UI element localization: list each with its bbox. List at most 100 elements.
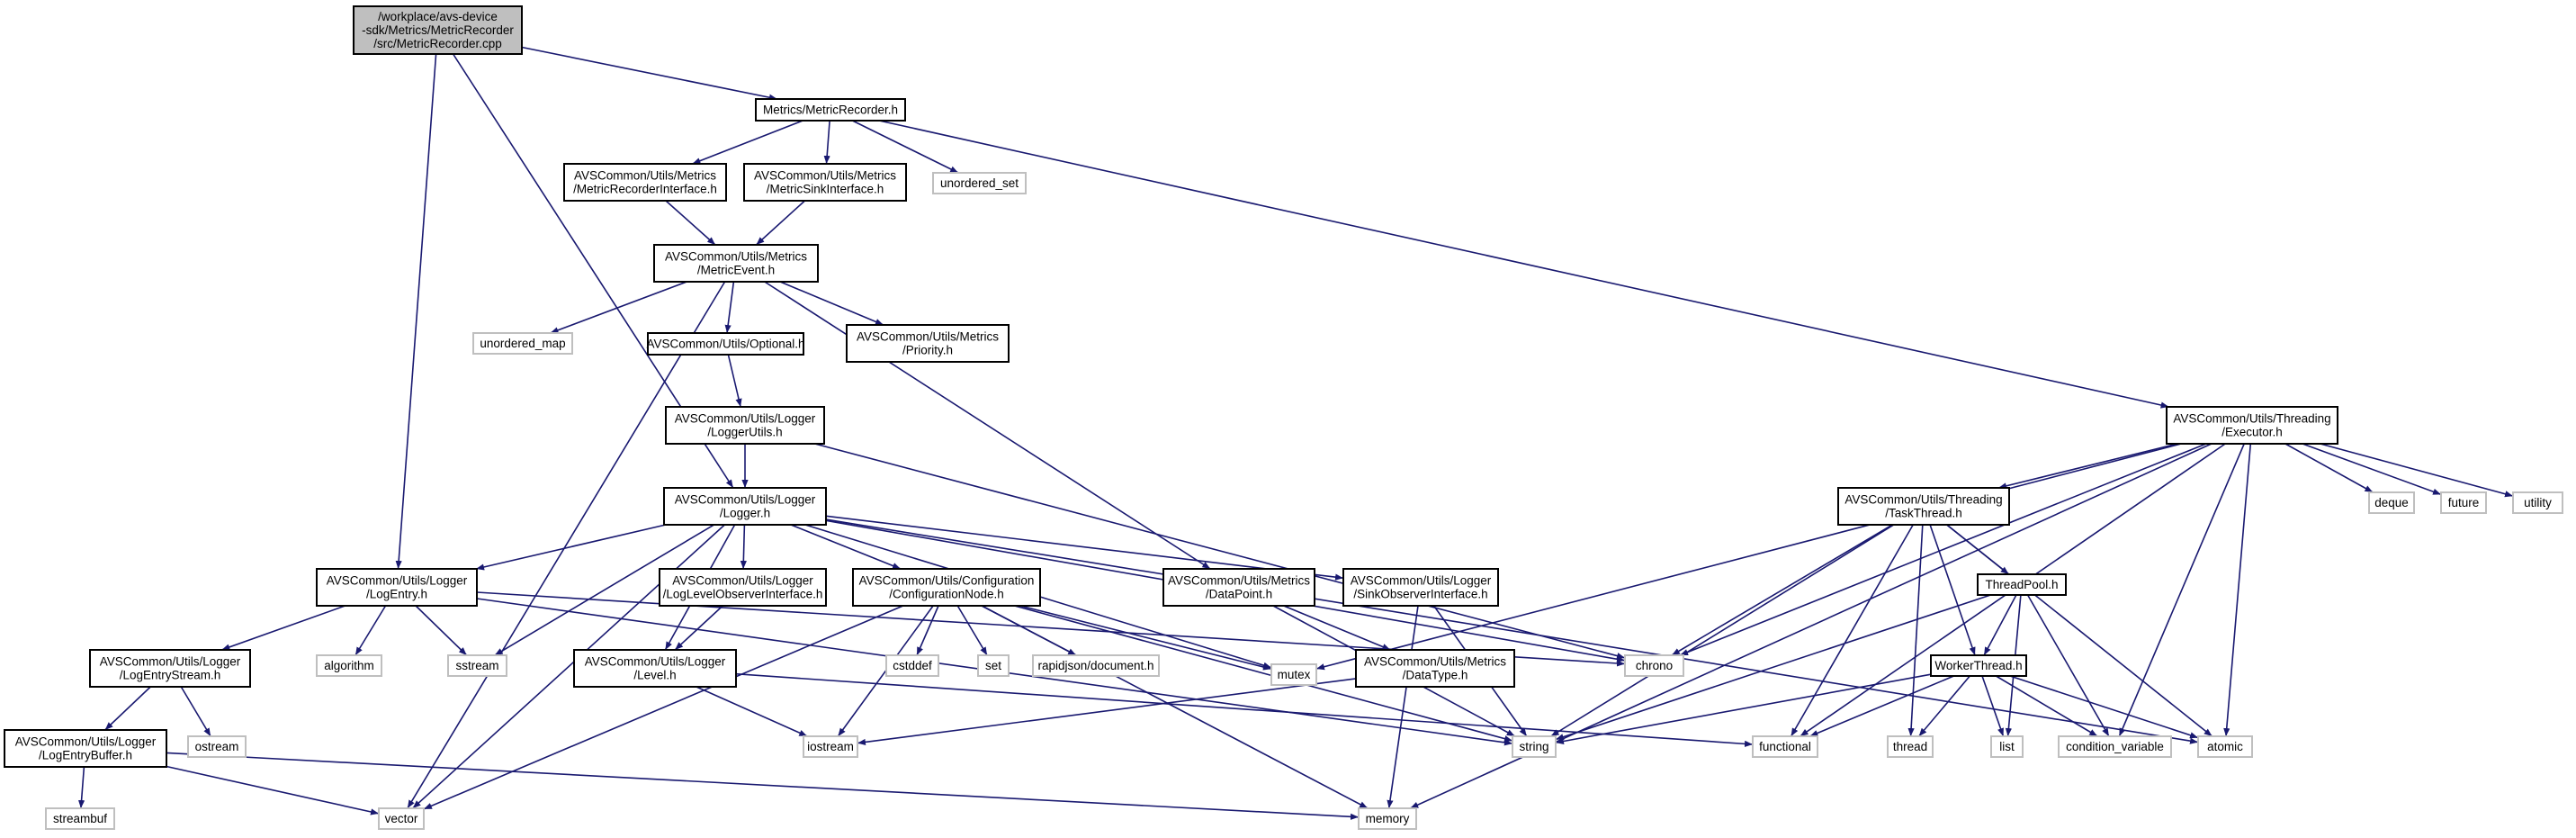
node-label: AVSCommon/Utils/Logger	[327, 574, 468, 588]
edge-taskthread-to-workerthread	[1929, 524, 1976, 656]
node-box	[977, 654, 1010, 677]
edge-logger-to-sinkobs	[825, 515, 1344, 581]
edge-confignode-to-string	[1014, 605, 1513, 743]
node-box	[659, 568, 827, 607]
node-taskthread[interactable]: AVSCommon/Utils/Threading/TaskThread.h	[1837, 487, 2010, 526]
node-label: /Executor.h	[2221, 426, 2283, 439]
edge-logger-to-atomic	[825, 518, 2199, 744]
edge-executor-to-atomic	[2223, 443, 2252, 737]
edge-executor-to-utility	[2320, 443, 2514, 498]
node-box	[665, 406, 825, 445]
edge-workerthread-to-condvar	[1995, 675, 2098, 737]
edge-workerthread-to-atomic	[2009, 675, 2199, 739]
node-label: /Level.h	[633, 669, 676, 682]
edge-confignode-to-memory	[981, 605, 1369, 809]
node-deque: deque	[2368, 491, 2415, 514]
node-metricrecorder-h[interactable]: Metrics/MetricRecorder.h	[755, 98, 906, 122]
edge-logentrybuffer-to-vector	[166, 765, 380, 815]
node-box	[1977, 573, 2067, 596]
node-label: /LogEntryStream.h	[120, 669, 221, 682]
node-label: vector	[385, 812, 418, 825]
node-label: memory	[1366, 812, 1410, 825]
node-box	[852, 568, 1041, 607]
edge-logger-to-logentry	[475, 524, 667, 571]
node-logentry[interactable]: AVSCommon/Utils/Logger/LogEntry.h	[316, 568, 478, 607]
node-ostream: ostream	[187, 735, 247, 758]
nodes-layer: /workplace/avs-device-sdk/Metrics/Metric…	[4, 5, 2563, 830]
edge-metricevent-to-vector	[407, 281, 726, 809]
node-label: ostream	[195, 740, 239, 753]
node-label: /LogLevelObserverInterface.h	[663, 588, 823, 601]
node-root[interactable]: /workplace/avs-device-sdk/Metrics/Metric…	[353, 5, 523, 55]
edges-layer	[77, 46, 2514, 820]
node-box	[187, 735, 247, 758]
edge-threadpool-to-workerthread	[1983, 594, 2017, 656]
node-box	[2058, 735, 2172, 758]
node-functional: functional	[1752, 735, 1818, 758]
node-threadpool[interactable]: ThreadPool.h	[1977, 573, 2067, 596]
node-label: AVSCommon/Utils/Metrics	[754, 169, 896, 183]
edge-metricevent-to-datapoint	[764, 281, 1211, 570]
node-metricevent[interactable]: AVSCommon/Utils/Metrics/MetricEvent.h	[653, 244, 819, 283]
edge-confignode-to-set	[956, 605, 988, 656]
node-label: AVSCommon/Utils/Metrics	[1168, 574, 1310, 588]
node-box	[447, 654, 507, 677]
node-cstddef: cstddef	[885, 654, 939, 677]
edge-level-to-functional	[735, 672, 1754, 747]
node-datapoint[interactable]: AVSCommon/Utils/Metrics/DataPoint.h	[1162, 568, 1315, 607]
node-label: /src/MetricRecorder.cpp	[373, 37, 502, 50]
node-atomic: atomic	[2197, 735, 2253, 758]
node-logentrybuffer[interactable]: AVSCommon/Utils/Logger/LogEntryBuffer.h	[4, 729, 167, 768]
node-box	[316, 654, 382, 677]
edge-taskthread-to-string	[1550, 524, 1895, 737]
edge-logentrybuffer-to-memory	[166, 752, 1360, 820]
node-loglevelobs[interactable]: AVSCommon/Utils/Logger/LogLevelObserverI…	[659, 568, 827, 607]
node-priority[interactable]: AVSCommon/Utils/Metrics/Priority.h	[846, 324, 1010, 363]
node-label: AVSCommon/Utils/Metrics	[665, 250, 807, 264]
node-string: string	[1512, 735, 1557, 758]
edge-logger-to-sstream	[494, 524, 714, 656]
node-recorder-iface[interactable]: AVSCommon/Utils/Metrics/MetricRecorderIn…	[563, 163, 727, 202]
node-loggerutils[interactable]: AVSCommon/Utils/Logger/LoggerUtils.h	[665, 406, 825, 445]
node-sinkobs[interactable]: AVSCommon/Utils/Logger/SinkObserverInter…	[1342, 568, 1499, 607]
node-chrono: chrono	[1624, 654, 1684, 677]
node-confignode[interactable]: AVSCommon/Utils/Configuration/Configurat…	[852, 568, 1041, 607]
node-box	[573, 649, 737, 688]
node-box	[647, 332, 804, 356]
node-logger[interactable]: AVSCommon/Utils/Logger/Logger.h	[663, 487, 827, 526]
edge-logentry-to-algorithm	[355, 605, 387, 656]
node-sstream: sstream	[447, 654, 507, 677]
edge-executor-to-future	[2302, 443, 2442, 496]
node-label: /ConfigurationNode.h	[889, 588, 1004, 601]
node-label: /LoggerUtils.h	[707, 426, 782, 439]
node-unordered-set: unordered_set	[932, 172, 1027, 194]
node-label: iostream	[807, 740, 854, 753]
node-label: AVSCommon/Utils/Metrics	[857, 330, 999, 344]
node-label: AVSCommon/Utils/Logger	[672, 574, 813, 588]
edge-workerthread-to-thread	[1918, 675, 1970, 737]
node-executor[interactable]: AVSCommon/Utils/Threading/Executor.h	[2166, 406, 2338, 445]
node-label: AVSCommon/Utils/Threading	[1844, 493, 2002, 507]
node-optional[interactable]: AVSCommon/Utils/Optional.h	[646, 332, 805, 356]
node-list: list	[1990, 735, 2024, 758]
node-workerthread[interactable]: WorkerThread.h	[1930, 654, 2027, 677]
node-box	[4, 729, 167, 768]
node-box	[885, 654, 939, 677]
node-label: AVSCommon/Utils/Configuration	[859, 574, 1035, 588]
node-sink-iface[interactable]: AVSCommon/Utils/Metrics/MetricSinkInterf…	[743, 163, 907, 202]
node-box	[2368, 491, 2415, 514]
node-mutex: mutex	[1270, 663, 1317, 686]
node-box	[1887, 735, 1934, 758]
node-label: /LogEntryBuffer.h	[39, 749, 132, 762]
node-datatype[interactable]: AVSCommon/Utils/Metrics/DataType.h	[1355, 649, 1515, 688]
node-label: AVSCommon/Utils/Threading	[2173, 412, 2330, 426]
node-logentrystream[interactable]: AVSCommon/Utils/Logger/LogEntryStream.h	[89, 649, 251, 688]
edge-recorder-iface-to-metricevent	[665, 200, 716, 246]
node-box	[378, 807, 425, 830]
node-label: /Priority.h	[902, 344, 953, 357]
edge-root-to-logentry	[395, 53, 437, 570]
node-level[interactable]: AVSCommon/Utils/Logger/Level.h	[573, 649, 737, 688]
node-box	[2440, 491, 2487, 514]
node-thread: thread	[1887, 735, 1934, 758]
node-box	[45, 807, 115, 830]
